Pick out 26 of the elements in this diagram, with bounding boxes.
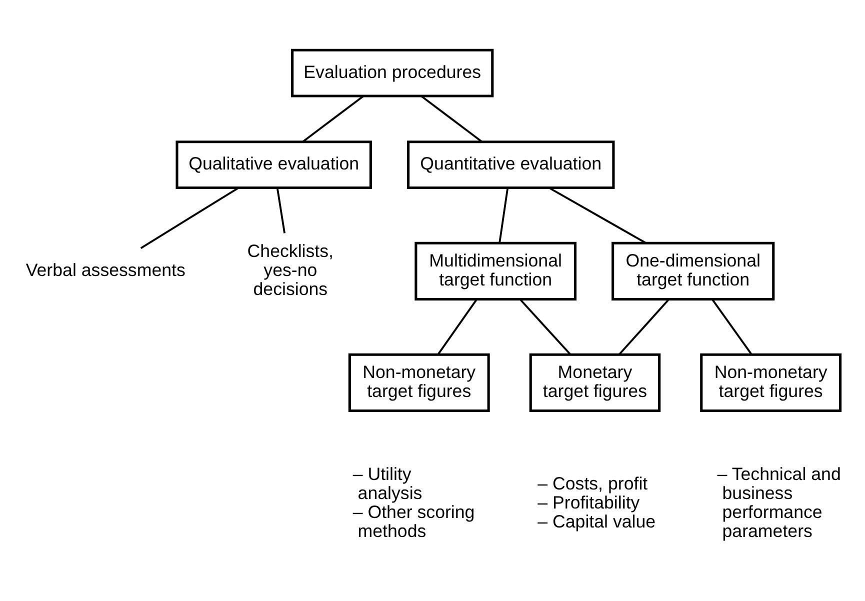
connector	[140, 187, 240, 249]
connector	[519, 298, 572, 356]
node-box: Multidimensional target function	[414, 242, 576, 300]
connector	[498, 188, 509, 244]
connector	[618, 298, 670, 356]
node-box: Monetary target figures	[529, 353, 661, 412]
node-text: Checklists, yes-no decisions	[247, 240, 334, 300]
node-label: – Other scoring methods	[352, 502, 475, 542]
connector	[712, 298, 752, 355]
node-label: – Profitability	[538, 492, 640, 512]
node-label: – Utility analysis	[352, 464, 422, 503]
node-box: Qualitative evaluation	[176, 140, 372, 189]
node-label: – Costs, profit	[538, 473, 648, 494]
connector	[421, 96, 482, 142]
node-box: Evaluation procedures	[291, 48, 494, 98]
node-box: Non-monetary target figures	[700, 353, 842, 412]
node-label: – Capital value	[538, 512, 656, 532]
node-box: Non-monetary target figures	[348, 353, 490, 412]
connector	[437, 298, 478, 355]
node-box: One-dimensional target function	[612, 242, 775, 300]
connector	[276, 188, 286, 234]
connector	[302, 96, 364, 142]
connector	[548, 187, 646, 244]
node-label: – Technical and business performance parameters	[717, 464, 841, 542]
node-box: Quantitative evaluation	[407, 140, 615, 189]
node-text: Verbal assessments	[26, 260, 186, 280]
